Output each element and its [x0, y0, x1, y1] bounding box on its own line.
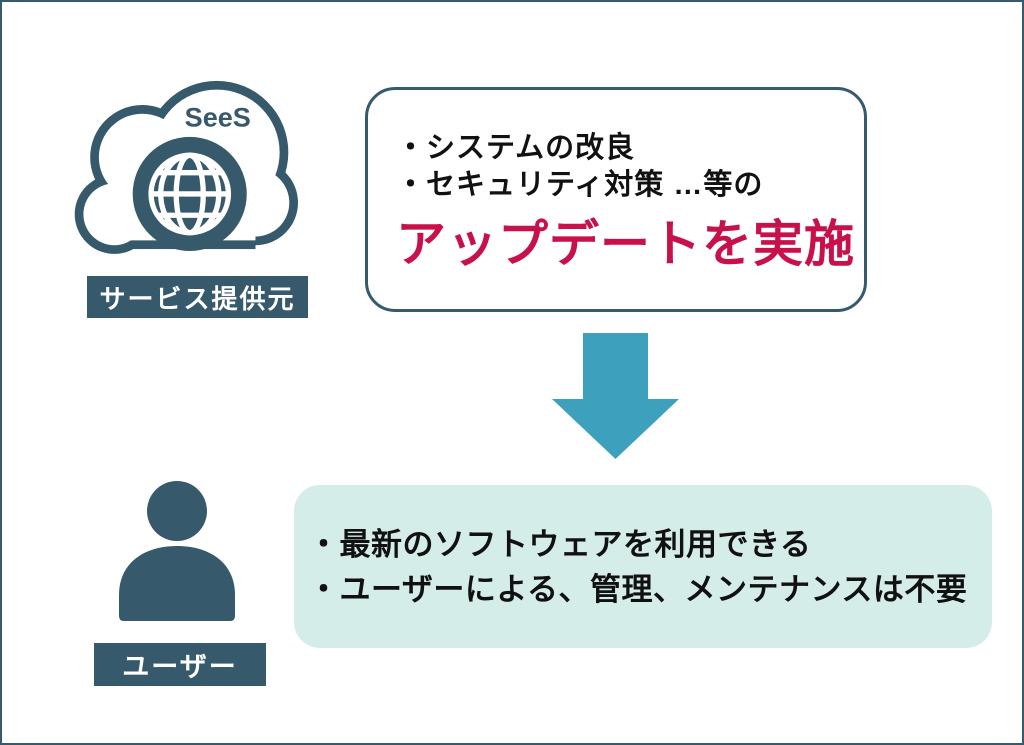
benefit-bullet-1: ・最新のソフトウェアを利用できる	[308, 526, 812, 562]
update-box: ・システムの改良 ・セキュリティ対策 …等の アップデートを実施	[365, 87, 867, 312]
provider-caption: サービス提供元	[87, 276, 308, 318]
user-icon	[114, 480, 240, 626]
cloud-service-name: SeeS	[185, 102, 251, 132]
down-arrow-icon	[551, 332, 680, 460]
globe-icon	[132, 136, 247, 251]
saas-cloud-icon: SeeS	[66, 68, 298, 260]
update-highlight-text: アップデートを実施	[396, 216, 855, 272]
user-caption: ユーザー	[94, 643, 266, 686]
benefit-box: ・最新のソフトウェアを利用できる ・ユーザーによる、管理、メンテナンスは不要	[294, 485, 992, 648]
cloud-globe-graphic: SeeS	[74, 80, 298, 254]
update-bullet-1: ・システムの改良	[396, 132, 636, 164]
benefit-bullet-2: ・ユーザーによる、管理、メンテナンスは不要	[308, 571, 968, 607]
update-bullet-2: ・セキュリティ対策 …等の	[396, 169, 764, 201]
